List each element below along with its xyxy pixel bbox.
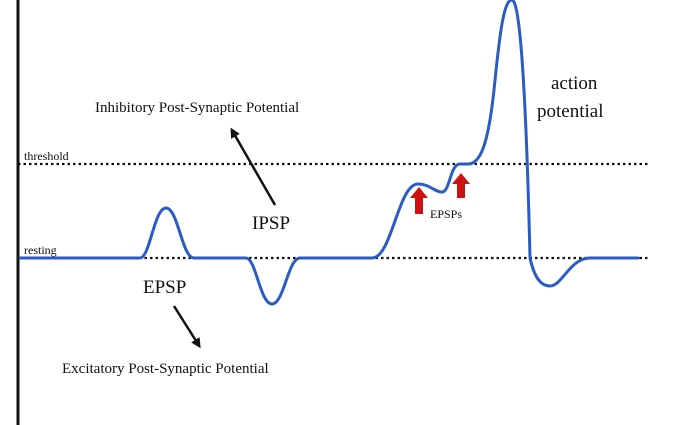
epsp-arrow-up-icon [410,187,428,214]
epsp-callout-arrow [172,305,201,349]
membrane-potential-trace [18,0,640,306]
epsp-marker-arrows [410,173,470,214]
epsps-label: EPSPs [430,207,462,221]
ipsp-label: IPSP [252,213,290,234]
ipsp-callout-arrow [230,127,277,206]
action-potential-label-line2: potential [537,101,603,122]
ipsp-full-label: Inhibitory Post-Synaptic Potential [95,100,299,116]
epsp-label: EPSP [143,277,186,298]
action-potential-label-line1: action [551,73,598,94]
threshold-label: threshold [24,149,69,163]
epsp-full-label: Excitatory Post-Synaptic Potential [62,361,269,377]
resting-label: resting [24,243,57,257]
epsp-arrow-up-icon [452,173,470,198]
